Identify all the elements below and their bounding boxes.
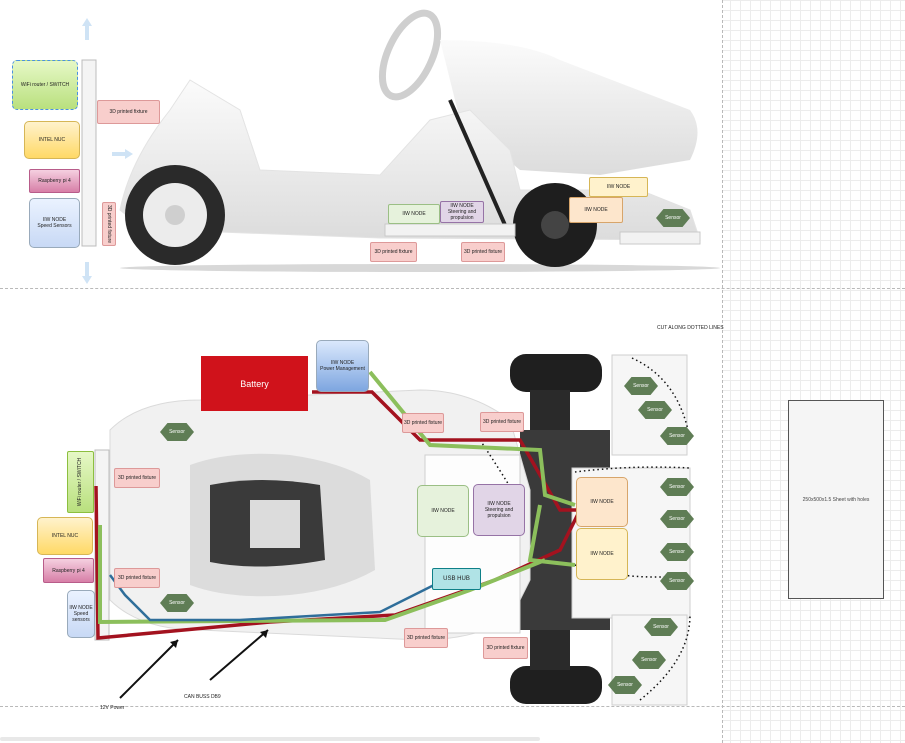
power-arrow — [120, 640, 178, 698]
sheet-with-holes[interactable]: 250x500x1.5 Sheet with holes — [788, 400, 884, 599]
sensor-label: Sensor — [641, 657, 657, 663]
side-fixture-vertical[interactable]: 3D printed fixture — [102, 202, 116, 246]
side-fixture-vertical-label: 3D printed fixture — [106, 205, 112, 243]
top-node-center-label: IIW NODE — [431, 508, 454, 514]
side-node-green[interactable]: IIW NODE — [388, 204, 440, 224]
page-edge-line — [722, 0, 723, 743]
side-rpi-label: Raspberry pi 4 — [38, 178, 71, 184]
side-fixture-bottom-right-label: 3D printed fixture — [464, 249, 502, 255]
top-node-center[interactable]: IIW NODE — [417, 485, 469, 537]
top-fixture-label: 3D printed fixture — [118, 575, 156, 581]
top-node-power[interactable]: IIW NODE Power Management — [316, 340, 369, 392]
power-12v-label: 12V Power — [100, 705, 124, 711]
top-node-front-b-label: IIW NODE — [590, 551, 613, 557]
side-fixture-top[interactable]: 3D printed fixture — [97, 100, 160, 124]
top-seat-inner — [250, 500, 300, 548]
sensor-label: Sensor — [669, 516, 685, 522]
sensor-label: Sensor — [669, 578, 685, 584]
top-node-power-sub: Power Management — [320, 366, 365, 372]
side-node-speed[interactable]: IIW NODE Speed Sensors — [29, 198, 80, 248]
side-fixture-bottom-right[interactable]: 3D printed fixture — [461, 242, 505, 262]
sensor-label: Sensor — [669, 484, 685, 490]
sensor-label: Sensor — [633, 383, 649, 389]
side-nuc-label: INTEL NUC — [39, 137, 65, 143]
ground-shadow — [120, 264, 720, 272]
top-fixture-upper-a[interactable]: 3D printed fixture — [402, 413, 444, 433]
top-node-front-a[interactable]: IIW NODE — [576, 477, 628, 527]
top-node-front-b[interactable]: IIW NODE — [576, 528, 628, 580]
side-raspberry-pi[interactable]: Raspberry pi 4 — [29, 169, 80, 193]
side-node-front-top[interactable]: IIW NODE — [589, 177, 648, 197]
sensor-label: Sensor — [617, 682, 633, 688]
center-plate — [425, 455, 520, 633]
top-intel-nuc[interactable]: INTEL NUC — [37, 517, 93, 555]
side-intel-nuc[interactable]: INTEL NUC — [24, 121, 80, 159]
usb-hub-label: USB HUB — [443, 576, 470, 582]
sensor-label: Sensor — [669, 549, 685, 555]
top-node-steering-sub: Steering and propulsion — [474, 507, 524, 519]
top-node-front-a-label: IIW NODE — [590, 499, 613, 505]
top-fixture-lower-a[interactable]: 3D printed fixture — [404, 628, 448, 648]
battery[interactable]: Battery — [201, 356, 308, 411]
cut-label: CUT ALONG DOTTED LINES — [657, 325, 724, 331]
rear-wheel-axle — [165, 205, 185, 225]
top-rpi-label: Raspberry pi 4 — [52, 568, 85, 574]
top-raspberry-pi[interactable]: Raspberry pi 4 — [43, 558, 94, 583]
chassis-plate — [385, 224, 515, 236]
side-node-steering[interactable]: IIW NODE Steering and propulsion — [440, 201, 484, 223]
top-node-speed-sub: Speed sensors — [68, 611, 94, 623]
top-fixture-lower-b[interactable]: 3D printed fixture — [483, 637, 528, 659]
sensor-label: Sensor — [669, 433, 685, 439]
top-node-steering[interactable]: IIW NODE Steering and propulsion — [473, 484, 525, 536]
usb-hub[interactable]: USB HUB — [432, 568, 481, 590]
arrow-right-icon — [112, 149, 133, 159]
top-fixture-left-upper[interactable]: 3D printed fixture — [114, 468, 160, 488]
chassis-plate-front — [620, 232, 700, 244]
side-node-front-bottom-label: IIW NODE — [584, 207, 607, 213]
steering-wheel — [371, 5, 449, 105]
side-node-front-bottom[interactable]: IIW NODE — [569, 197, 623, 223]
can-arrow — [210, 630, 268, 680]
side-view-kart — [0, 0, 722, 290]
sensor-label: Sensor — [169, 600, 185, 606]
top-fixture-label: 3D printed fixture — [483, 419, 521, 425]
side-sensor-label: Sensor — [665, 215, 681, 221]
side-wifi-label: WiFi router / SWITCH — [21, 82, 69, 88]
side-node-green-label: IIW NODE — [402, 211, 425, 217]
top-fixture-upper-b[interactable]: 3D printed fixture — [480, 412, 524, 432]
top-nuc-label: INTEL NUC — [52, 533, 78, 539]
arrow-up-icon — [82, 18, 92, 40]
side-fixture-top-label: 3D printed fixture — [109, 109, 147, 115]
top-node-speed[interactable]: IIW NODE Speed sensors — [67, 590, 95, 638]
side-node-steering-sub: Steering and propulsion — [441, 209, 483, 221]
top-fixture-label: 3D printed fixture — [118, 475, 156, 481]
side-fixture-bottom-left-label: 3D printed fixture — [374, 249, 412, 255]
top-fixture-label: 3D printed fixture — [486, 645, 524, 651]
tire-front-left — [510, 354, 602, 392]
can-bus-label: CAN BUSS DB9 — [184, 694, 221, 700]
top-wifi-label: WiFi router / SWITCH — [78, 458, 84, 506]
top-fixture-left-lower[interactable]: 3D printed fixture — [114, 568, 160, 588]
front-wheel-hub — [541, 211, 569, 239]
sensor-label: Sensor — [653, 624, 669, 630]
sensor-label: Sensor — [169, 429, 185, 435]
side-node-front-top-label: IIW NODE — [607, 184, 630, 190]
sensor-label: Sensor — [647, 407, 663, 413]
arrow-down-icon — [82, 262, 92, 284]
top-wifi-router[interactable]: WiFi router / SWITCH — [67, 451, 94, 513]
side-node-speed-sub: Speed Sensors — [37, 223, 71, 229]
side-wifi-router[interactable]: WiFi router / SWITCH — [12, 60, 78, 110]
horizontal-scrollbar[interactable] — [0, 737, 540, 741]
mount-panel — [82, 60, 96, 246]
top-fixture-label: 3D printed fixture — [404, 420, 442, 426]
tire-front-right — [510, 666, 602, 704]
top-fixture-label: 3D printed fixture — [407, 635, 445, 641]
battery-label: Battery — [240, 381, 269, 387]
side-fixture-bottom-left[interactable]: 3D printed fixture — [370, 242, 417, 262]
sheet-label: 250x500x1.5 Sheet with holes — [803, 497, 870, 503]
